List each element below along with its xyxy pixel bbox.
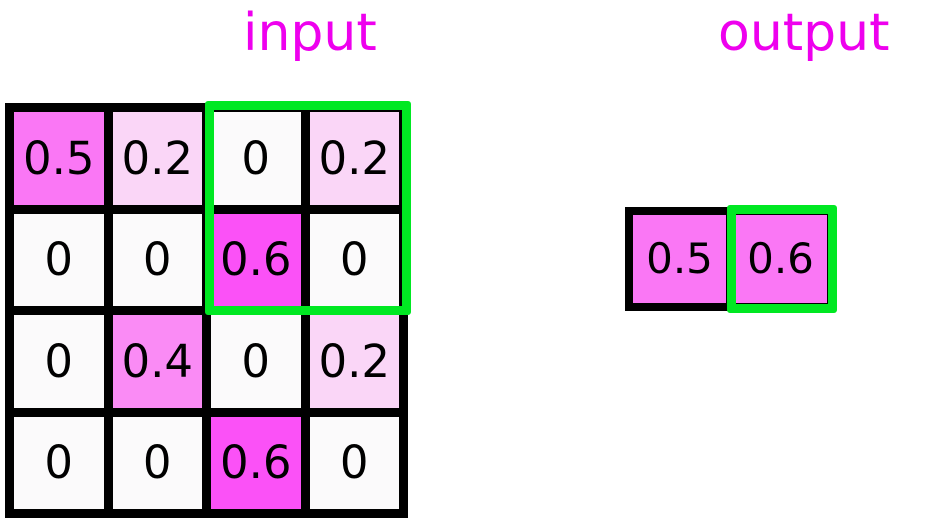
- input-cell-r1c4: 0.2: [309, 112, 399, 205]
- input-cell-r3c2: 0.4: [112, 315, 202, 408]
- output-cell-value: 0.5: [646, 234, 713, 283]
- input-cell-value: 0: [142, 436, 172, 490]
- input-cell-value: 0.2: [318, 334, 391, 388]
- output-cell-r1c1: 0.5: [633, 215, 726, 303]
- input-cell-value: 0: [44, 436, 74, 490]
- input-cell-r3c1: 0: [14, 315, 104, 408]
- input-cell-value: 0.2: [121, 131, 194, 185]
- input-cell-r1c2: 0.2: [112, 112, 202, 205]
- input-cell-r2c3: 0.6: [211, 213, 301, 306]
- input-cell-r2c1: 0: [14, 213, 104, 306]
- input-cell-r3c3: 0: [211, 315, 301, 408]
- input-cell-value: 0: [44, 334, 74, 388]
- input-cell-value: 0.2: [318, 131, 391, 185]
- output-cell-value: 0.6: [747, 234, 814, 283]
- input-matrix: 0.5 0.2 0 0.2 0 0 0.6 0 0 0.4 0 0.2 0 0 …: [5, 103, 408, 518]
- input-cell-value: 0: [241, 334, 271, 388]
- input-cell-r1c3: 0: [211, 112, 301, 205]
- input-cell-r4c1: 0: [14, 416, 104, 509]
- input-cell-value: 0.6: [219, 233, 292, 287]
- input-cell-value: 0: [339, 436, 369, 490]
- input-cell-r2c4: 0: [309, 213, 399, 306]
- output-matrix: 0.5 0.6: [625, 207, 835, 311]
- input-cell-value: 0: [142, 233, 172, 287]
- input-cell-r2c2: 0: [112, 213, 202, 306]
- input-cell-value: 0: [241, 131, 271, 185]
- input-cell-r1c1: 0.5: [14, 112, 104, 205]
- input-cell-r3c4: 0.2: [309, 315, 399, 408]
- input-cell-value: 0: [339, 233, 369, 287]
- input-cell-value: 0.6: [219, 436, 292, 490]
- input-cell-r4c3: 0.6: [211, 416, 301, 509]
- input-cell-value: 0.5: [22, 131, 95, 185]
- input-title: input: [243, 3, 377, 63]
- output-title: output: [718, 3, 890, 63]
- input-cell-value: 0: [44, 233, 74, 287]
- input-cell-r4c4: 0: [309, 416, 399, 509]
- input-cell-r4c2: 0: [112, 416, 202, 509]
- input-cell-value: 0.4: [121, 334, 194, 388]
- output-cell-r1c2: 0.6: [734, 215, 827, 303]
